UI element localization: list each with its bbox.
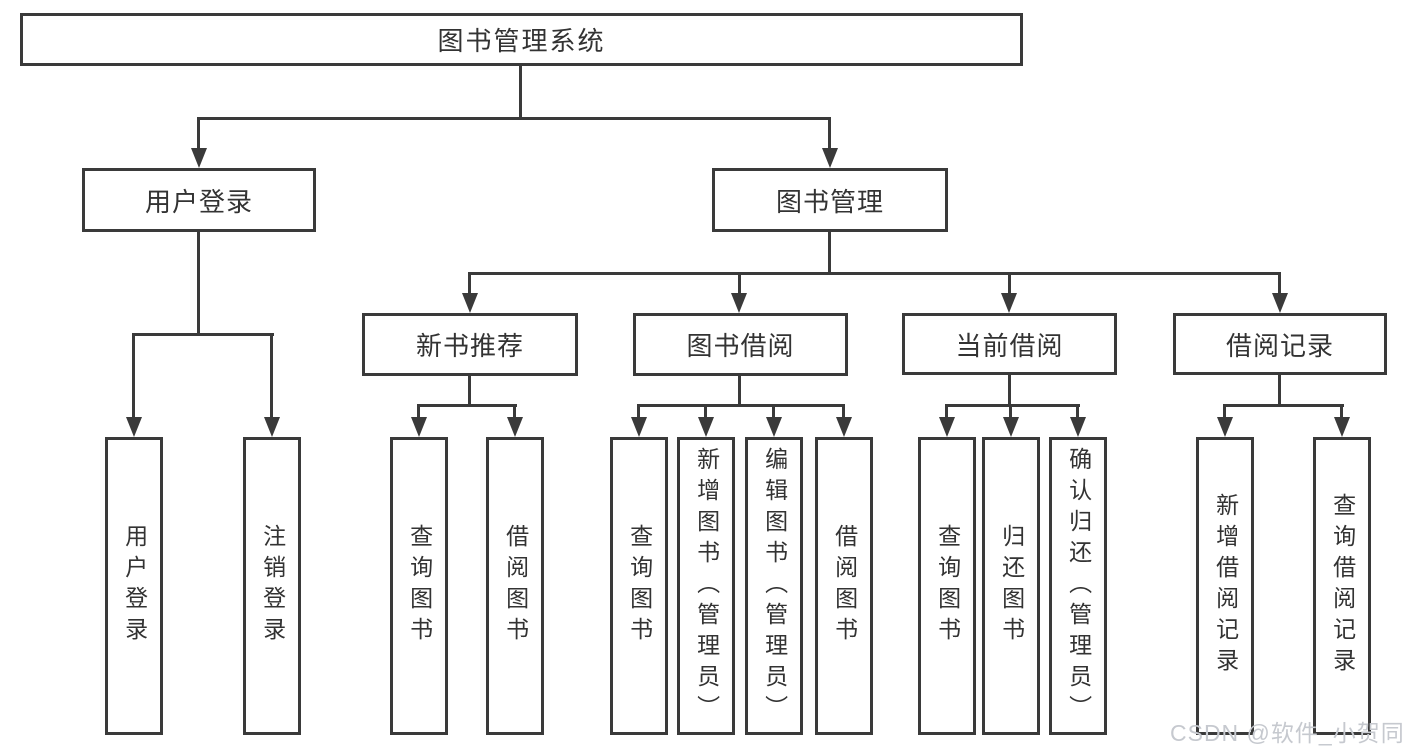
leaf-label: 新增借阅记录 — [1212, 493, 1239, 679]
node-borrowing-records: 借阅记录 — [1173, 313, 1387, 375]
leaf-add-borrow-record: 新增借阅记录 — [1196, 437, 1254, 735]
leaf-label: 用户登录 — [121, 524, 148, 648]
leaf-logout-login: 注销登录 — [243, 437, 301, 735]
node-label: 图书管理 — [775, 186, 884, 217]
node-library-management-system: 图书管理系统 — [20, 13, 1023, 66]
connector-line — [417, 404, 420, 421]
connector-line — [417, 404, 517, 407]
arrowhead-down-icon — [836, 417, 852, 437]
leaf-label: 查询借阅记录 — [1329, 493, 1356, 679]
connector-line — [197, 117, 831, 120]
leaf-user-login: 用户登录 — [105, 437, 163, 735]
leaf-borrow-books-recommend: 借阅图书 — [486, 437, 544, 735]
connector-line — [270, 333, 273, 421]
leaf-label: 借阅图书 — [502, 524, 529, 648]
arrowhead-down-icon — [1001, 293, 1017, 313]
connector-line — [132, 333, 135, 421]
leaf-label: 归还图书 — [998, 524, 1025, 648]
connector-line — [468, 272, 1281, 275]
leaf-query-borrow-record: 查询借阅记录 — [1313, 437, 1371, 735]
connector-line — [468, 376, 471, 407]
arrowhead-down-icon — [766, 417, 782, 437]
node-user-login: 用户登录 — [82, 168, 316, 232]
connector-line — [1223, 404, 1344, 407]
leaf-label: 查询图书 — [626, 524, 653, 648]
connector-line — [1278, 272, 1281, 297]
connector-line — [704, 404, 707, 421]
arrowhead-down-icon — [731, 293, 747, 313]
leaf-return-books: 归还图书 — [982, 437, 1040, 735]
connector-line — [1223, 404, 1226, 421]
node-book-management: 图书管理 — [712, 168, 948, 232]
leaf-confirm-return-admin: 确认归还（管理员） — [1049, 437, 1107, 735]
leaf-label: 查询图书 — [406, 524, 433, 648]
connector-line — [828, 232, 831, 274]
leaf-label: 注销登录 — [259, 524, 286, 648]
connector-line — [945, 404, 948, 421]
connector-line — [197, 232, 200, 335]
arrowhead-down-icon — [462, 293, 478, 313]
leaf-query-books-recommend: 查询图书 — [390, 437, 448, 735]
connector-line — [828, 117, 831, 152]
arrowhead-down-icon — [822, 148, 838, 168]
connector-line — [1009, 404, 1012, 421]
arrowhead-down-icon — [507, 417, 523, 437]
arrowhead-down-icon — [631, 417, 647, 437]
arrowhead-down-icon — [698, 417, 714, 437]
arrowhead-down-icon — [264, 417, 280, 437]
leaf-label: 新增图书（管理员） — [693, 446, 720, 726]
connector-line — [1340, 404, 1343, 421]
connector-line — [513, 404, 516, 421]
node-label: 当前借阅 — [955, 330, 1064, 361]
connector-line — [197, 117, 200, 152]
watermark-text: CSDN @软件_小贺同学 — [1170, 720, 1405, 746]
leaf-label: 确认归还（管理员） — [1065, 446, 1092, 726]
leaf-label: 借阅图书 — [831, 524, 858, 648]
leaf-add-book-admin: 新增图书（管理员） — [677, 437, 735, 735]
connector-line — [519, 64, 522, 120]
connector-line — [468, 272, 471, 297]
leaf-query-books-current: 查询图书 — [918, 437, 976, 735]
connector-line — [1008, 272, 1011, 297]
arrowhead-down-icon — [126, 417, 142, 437]
connector-line — [738, 376, 741, 407]
connector-line — [772, 404, 775, 421]
connector-line — [842, 404, 845, 421]
leaf-query-books-borrowing: 查询图书 — [610, 437, 668, 735]
arrowhead-down-icon — [1272, 293, 1288, 313]
leaf-label: 编辑图书（管理员） — [761, 446, 788, 726]
connector-line — [1008, 374, 1011, 407]
arrowhead-down-icon — [1334, 417, 1350, 437]
node-new-book-recommendation: 新书推荐 — [362, 313, 578, 376]
node-current-borrowing: 当前借阅 — [902, 313, 1117, 375]
connector-line — [1278, 374, 1281, 407]
connector-line — [945, 404, 1080, 407]
connector-line — [738, 272, 741, 297]
node-label: 图书管理系统 — [437, 26, 606, 56]
arrowhead-down-icon — [939, 417, 955, 437]
arrowhead-down-icon — [191, 148, 207, 168]
leaf-label: 查询图书 — [934, 524, 961, 648]
node-book-borrowing: 图书借阅 — [633, 313, 848, 376]
node-label: 图书借阅 — [686, 331, 795, 361]
arrowhead-down-icon — [411, 417, 427, 437]
connector-line — [132, 333, 274, 336]
node-label: 用户登录 — [144, 186, 253, 217]
connector-line — [637, 404, 640, 421]
connector-line — [1076, 404, 1079, 421]
arrowhead-down-icon — [1003, 417, 1019, 437]
leaf-borrow-books-borrowing: 借阅图书 — [815, 437, 873, 735]
leaf-edit-book-admin: 编辑图书（管理员） — [745, 437, 803, 735]
arrowhead-down-icon — [1070, 417, 1086, 437]
node-label: 新书推荐 — [415, 331, 524, 361]
node-label: 借阅记录 — [1225, 330, 1334, 361]
arrowhead-down-icon — [1217, 417, 1233, 437]
connector-line — [637, 404, 845, 407]
